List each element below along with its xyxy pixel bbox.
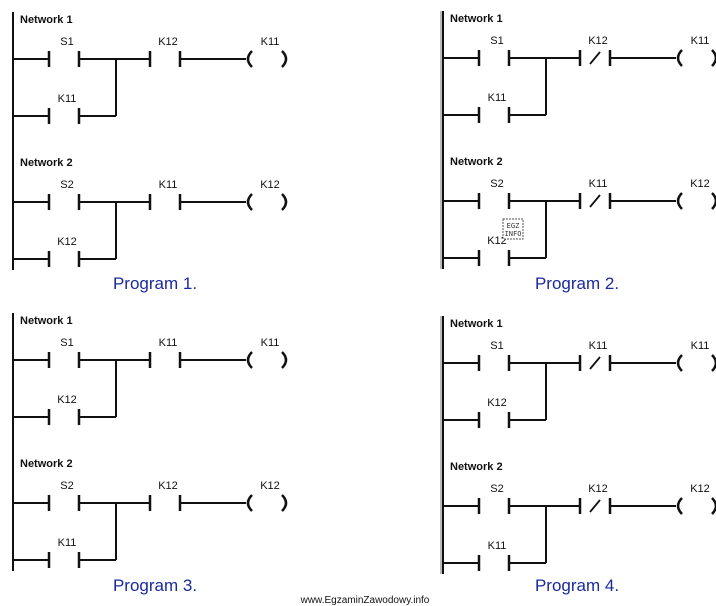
contact-1-label: S2 — [60, 179, 73, 191]
program-caption: Program 2. — [535, 274, 619, 293]
output-coil-left-arc — [246, 351, 253, 369]
watermark-logo-line-1: EGZ — [507, 222, 520, 230]
series-contact-label: K12 — [588, 35, 608, 47]
contact-1-label: S2 — [490, 178, 503, 190]
output-coil-left-arc — [676, 192, 683, 210]
network-title: Network 2 — [450, 156, 503, 168]
parallel-contact-label: K11 — [58, 537, 77, 549]
series-contact-label: K11 — [589, 340, 608, 352]
parallel-contact-label: K11 — [488, 92, 507, 104]
output-coil-right-arc — [711, 49, 716, 67]
output-coil-right-arc — [281, 494, 288, 512]
contact-1-label: S1 — [490, 340, 503, 352]
normally-closed-slash — [589, 51, 601, 65]
output-coil-right-arc — [281, 50, 288, 68]
parallel-contact-label: K12 — [487, 397, 507, 409]
parallel-contact-label: K12 — [57, 236, 77, 248]
series-contact-label: K11 — [589, 178, 608, 190]
coil-label: K12 — [690, 178, 710, 190]
output-coil-left-arc — [676, 49, 683, 67]
normally-closed-slash — [589, 194, 601, 208]
program-caption: Program 1. — [113, 274, 197, 293]
footer-url: www.EgzaminZawodowy.info — [300, 595, 430, 606]
coil-label: K11 — [261, 337, 280, 349]
series-contact-label: K12 — [158, 36, 178, 48]
normally-closed-slash — [589, 499, 601, 513]
network-title: Network 2 — [20, 458, 73, 470]
network-title: Network 1 — [450, 13, 503, 25]
output-coil-right-arc — [711, 497, 716, 515]
output-coil-left-arc — [246, 193, 253, 211]
coil-label: K11 — [261, 36, 280, 48]
parallel-contact-label: K12 — [57, 394, 77, 406]
program-caption: Program 4. — [535, 576, 619, 595]
series-contact-label: K12 — [158, 480, 178, 492]
network-title: Network 2 — [20, 157, 73, 169]
parallel-contact-label: K11 — [488, 540, 507, 552]
program-caption: Program 3. — [113, 576, 197, 595]
contact-1-label: S2 — [60, 480, 73, 492]
series-contact-label: K11 — [159, 337, 178, 349]
contact-1-label: S1 — [60, 36, 73, 48]
output-coil-left-arc — [676, 497, 683, 515]
output-coil-right-arc — [281, 193, 288, 211]
coil-label: K12 — [260, 179, 280, 191]
parallel-contact-label: K12 — [487, 235, 507, 247]
contact-1-label: S2 — [490, 483, 503, 495]
coil-label: K12 — [690, 483, 710, 495]
output-coil-left-arc — [246, 50, 253, 68]
network-title: Network 1 — [450, 318, 503, 330]
coil-label: K12 — [260, 480, 280, 492]
coil-label: K11 — [691, 35, 710, 47]
series-contact-label: K12 — [588, 483, 608, 495]
parallel-contact-label: K11 — [58, 93, 77, 105]
output-coil-right-arc — [281, 351, 288, 369]
coil-label: K11 — [691, 340, 710, 352]
output-coil-right-arc — [711, 192, 716, 210]
watermark-logo-line-2: INFO — [505, 230, 522, 238]
network-title: Network 1 — [20, 315, 73, 327]
output-coil-left-arc — [676, 354, 683, 372]
contact-1-label: S1 — [60, 337, 73, 349]
output-coil-right-arc — [711, 354, 716, 372]
network-title: Network 2 — [450, 461, 503, 473]
normally-closed-slash — [589, 356, 601, 370]
network-title: Network 1 — [20, 14, 73, 26]
output-coil-left-arc — [246, 494, 253, 512]
contact-1-label: S1 — [490, 35, 503, 47]
series-contact-label: K11 — [159, 179, 178, 191]
watermark-logo-box — [502, 218, 524, 240]
